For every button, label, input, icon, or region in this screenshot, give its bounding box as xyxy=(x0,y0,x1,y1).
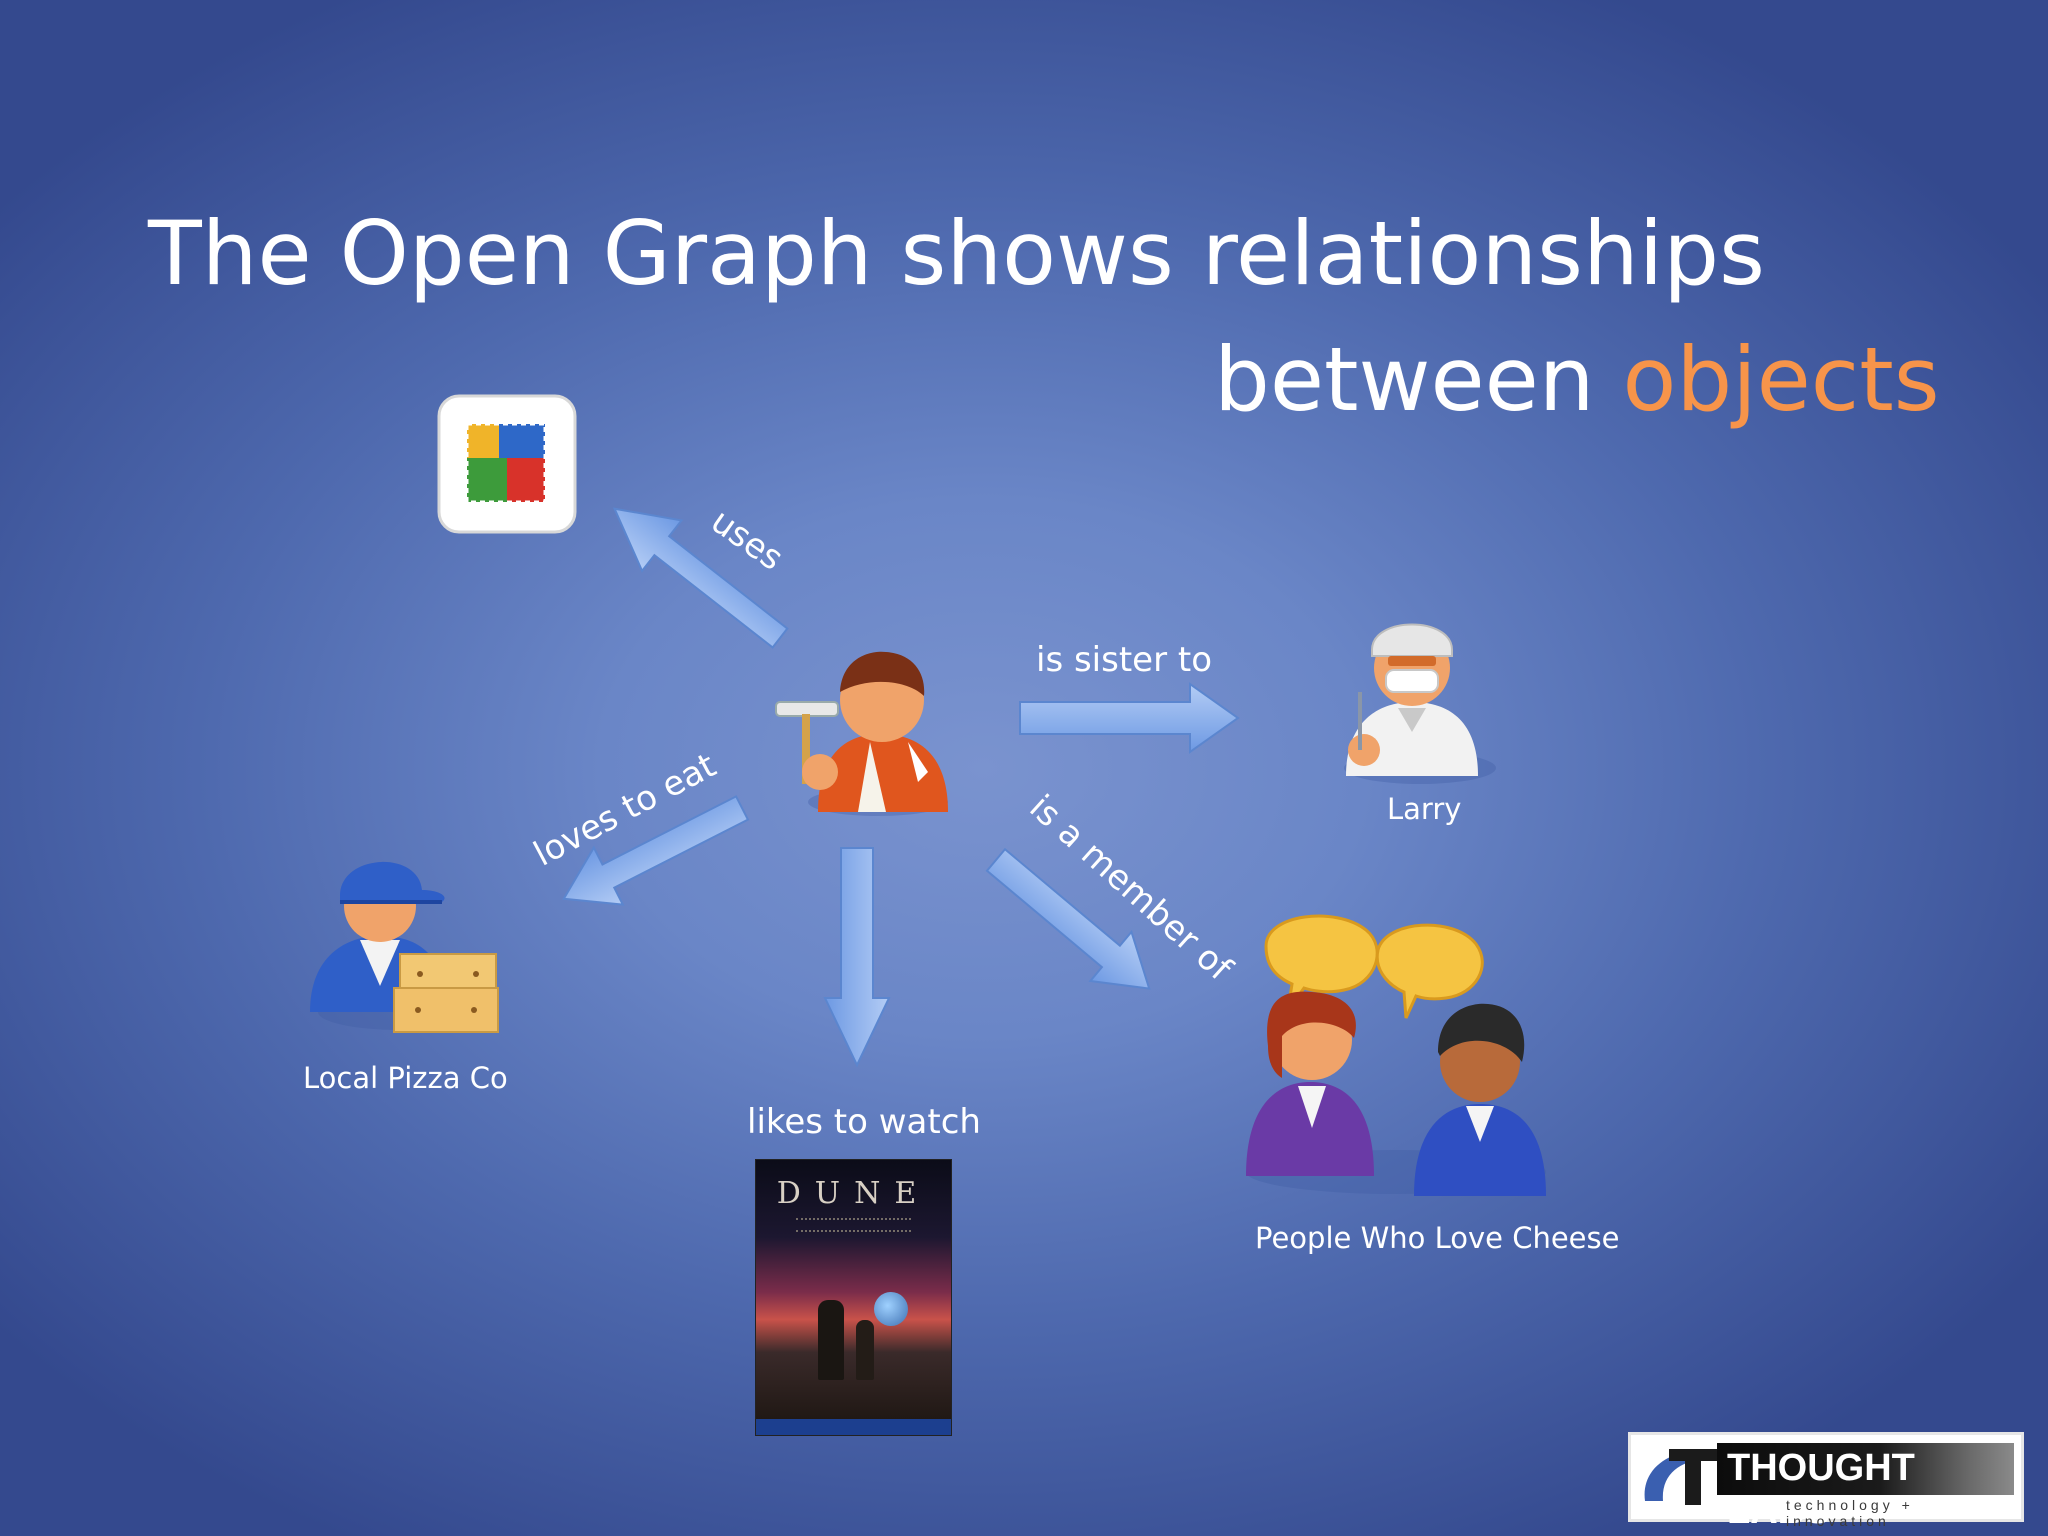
poster-fineprint xyxy=(796,1218,911,1232)
center-person-icon xyxy=(775,651,948,816)
figure-silhouette-icon xyxy=(818,1300,844,1380)
thought-labs-logo: THOUGHT LABS technology + innovation xyxy=(1628,1432,2024,1532)
label-larry: Larry xyxy=(1387,792,1462,826)
arrow-is-a-member-of xyxy=(985,847,1151,990)
title-line-2-prefix: between xyxy=(1214,328,1623,431)
figure-silhouette-icon xyxy=(856,1320,874,1380)
surgeon-icon xyxy=(1344,623,1496,784)
logo-banner xyxy=(1717,1443,2014,1495)
arrow-loves-to-eat xyxy=(562,795,750,906)
label-local-pizza-co: Local Pizza Co xyxy=(303,1061,508,1095)
logo-name: THOUGHT LABS xyxy=(1727,1447,1915,1532)
planet-icon xyxy=(874,1292,908,1326)
arrow-likes-to-watch xyxy=(823,847,891,1068)
arrow-is-sister-to xyxy=(1019,682,1240,754)
label-is-sister-to: is sister to xyxy=(1036,640,1213,680)
people-chatting-icon xyxy=(1246,914,1546,1196)
logo-tagline: technology + innovation xyxy=(1786,1497,1914,1529)
poster-footer xyxy=(756,1419,951,1435)
title-accent-word: objects xyxy=(1622,328,1940,431)
avg-app-icon xyxy=(437,394,577,534)
arrow-uses xyxy=(612,507,789,649)
delivery-person-icon xyxy=(310,861,499,1033)
title-line-2: between objects xyxy=(1214,336,1940,424)
poster-title: DUNE xyxy=(776,1176,931,1211)
label-likes-to-watch: likes to watch xyxy=(747,1102,981,1142)
thought-labs-t-icon xyxy=(1644,1449,1717,1505)
title-line-1: The Open Graph shows relationships xyxy=(148,202,1765,305)
label-people-who-love-cheese: People Who Love Cheese xyxy=(1255,1221,1620,1255)
movie-poster-icon: DUNE xyxy=(755,1159,952,1436)
